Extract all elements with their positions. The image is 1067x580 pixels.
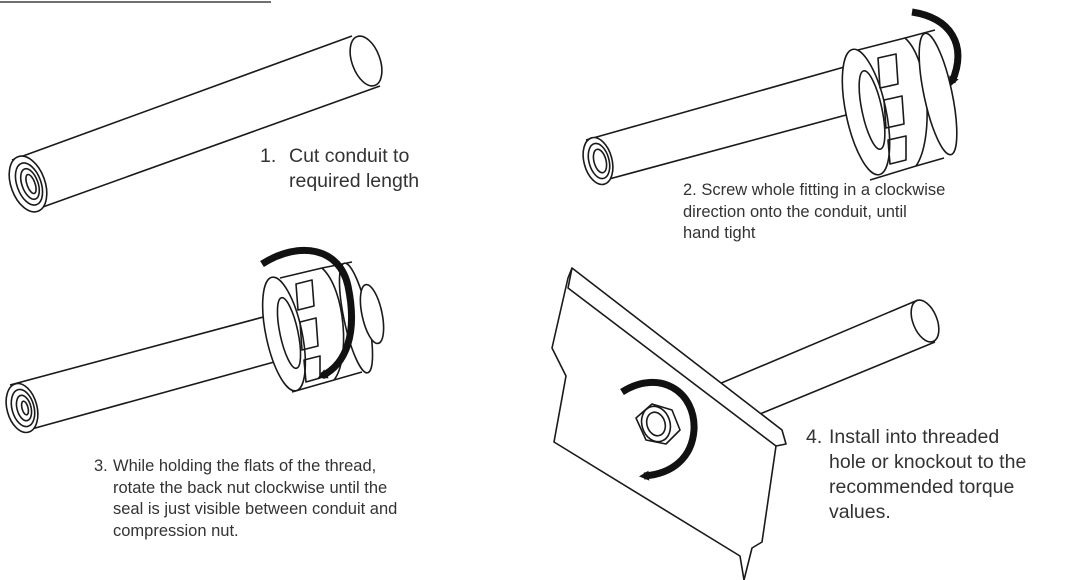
conduit-tube-icon — [8, 35, 383, 213]
step-number: 3. — [94, 457, 108, 475]
step-text: Screw whole fitting in a clockwise direc… — [683, 181, 946, 242]
compression-fitting-icon — [261, 261, 385, 393]
conduit-tube-icon — [5, 311, 297, 434]
step-text-wrap: 2. Screw whole fitting in a clockwise di… — [683, 180, 945, 245]
step-number: 4. — [806, 426, 823, 448]
compression-fitting-icon — [841, 29, 958, 181]
step-2-caption: 2. Screw whole fitting in a clockwise di… — [683, 180, 945, 245]
step-1-caption: 1. Cut conduit to required length — [260, 144, 419, 194]
step-text: Install into threaded hole or knockout t… — [829, 426, 1027, 523]
step-text: While holding the flats of the thread, r… — [113, 457, 398, 540]
step-4-caption: 4. Install into threaded hole or knockou… — [806, 425, 1026, 525]
clockwise-arrow-icon — [260, 247, 355, 380]
clockwise-arrow-icon — [620, 378, 698, 481]
step3-illustration — [5, 247, 385, 434]
step4-illustration — [551, 267, 940, 580]
step-number: 1. — [260, 145, 277, 167]
step-3-caption: 3. While holding the flats of the thread… — [94, 456, 397, 542]
hex-nut-icon — [635, 403, 681, 445]
clockwise-arrow-icon — [911, 8, 962, 87]
step1-illustration — [8, 35, 383, 213]
step-number: 2. — [683, 181, 697, 199]
step2-illustration — [582, 8, 962, 186]
step-text: Cut conduit to required length — [289, 145, 420, 192]
conduit-tube-icon — [582, 61, 873, 186]
